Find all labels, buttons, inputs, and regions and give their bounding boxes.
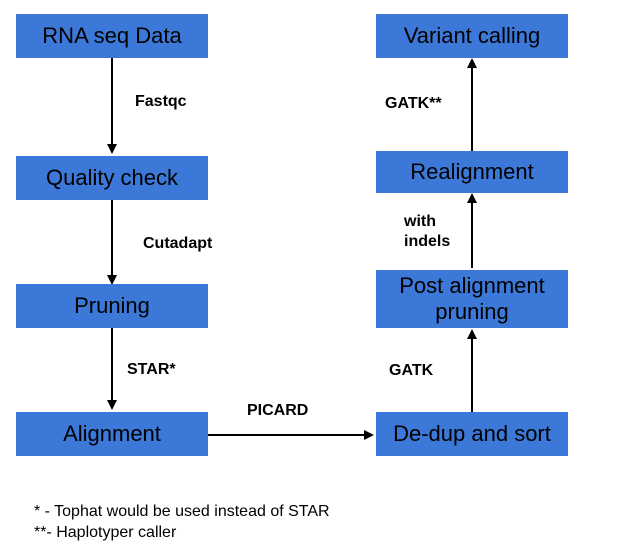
edge-label-picard: PICARD bbox=[247, 402, 309, 419]
node-dedup-sort-label: De-dup and sort bbox=[393, 421, 551, 446]
edge-label-star: STAR* bbox=[127, 361, 176, 378]
node-alignment: Alignment bbox=[16, 412, 208, 456]
edge-label-cutadapt: Cutadapt bbox=[143, 235, 213, 252]
edge-label-fastqc: Fastqc bbox=[135, 93, 187, 110]
node-quality-check: Quality check bbox=[16, 156, 208, 200]
node-quality-check-label: Quality check bbox=[45, 165, 179, 190]
node-pruning: Pruning bbox=[16, 284, 208, 328]
edge-label-with-indels: with indels bbox=[404, 213, 451, 250]
node-rna-seq-data: RNA seq Data bbox=[16, 14, 208, 58]
node-variant-calling: Variant calling bbox=[376, 14, 568, 58]
node-realignment: Realignment bbox=[376, 151, 568, 193]
node-alignment-label: Alignment bbox=[63, 421, 161, 446]
edge-label-gatk-haplotyper: GATK** bbox=[385, 95, 442, 112]
node-variant-calling-label: Variant calling bbox=[403, 23, 541, 48]
node-pruning-label: Pruning bbox=[74, 293, 150, 318]
footnote-haplotyper: **- Haplotyper caller bbox=[34, 524, 177, 541]
node-realignment-label: Realignment bbox=[410, 159, 534, 184]
footnote-star: * - Tophat would be used instead of STAR bbox=[34, 503, 330, 520]
edge-label-gatk: GATK bbox=[389, 362, 434, 379]
node-post-alignment-pruning: Post alignment pruning bbox=[376, 270, 568, 328]
node-rna-seq-data-label: RNA seq Data bbox=[42, 23, 182, 48]
node-post-alignment-pruning-label: Post alignment pruning bbox=[399, 273, 545, 324]
node-dedup-sort: De-dup and sort bbox=[376, 412, 568, 456]
